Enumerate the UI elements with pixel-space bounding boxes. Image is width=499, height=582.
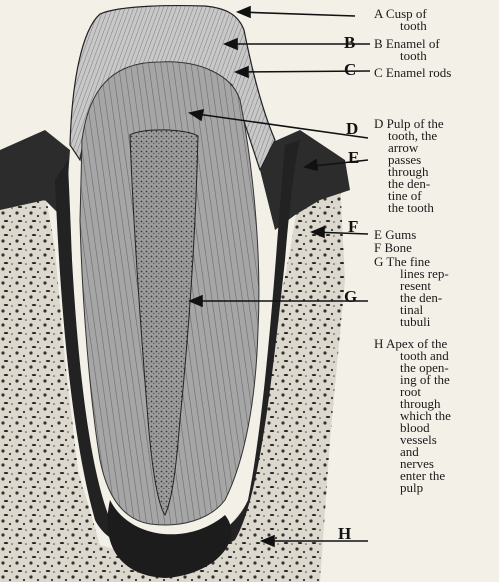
legend-g-line-5: tubuli xyxy=(374,316,449,328)
callout-letter-c: C xyxy=(344,60,356,79)
legend-b-line-1: tooth xyxy=(374,50,440,62)
legend-letter-c: C xyxy=(374,65,383,80)
legend-d-line-7: the tooth xyxy=(374,202,444,214)
callout-letter-h: H xyxy=(338,524,351,543)
legend-c-line-0: Enamel rods xyxy=(386,65,451,80)
legend-letter-b: B xyxy=(374,36,383,51)
legend-letter-f: F xyxy=(374,240,381,255)
legend-h: H Apex of the tooth and the open- ing of… xyxy=(374,338,451,494)
callout-letter-f: F xyxy=(348,217,358,236)
legend-letter-d: D xyxy=(374,116,383,131)
legend-h-line-12: pulp xyxy=(374,482,451,494)
legend-letter-g: G xyxy=(374,254,383,269)
callout-letter-b: B xyxy=(344,33,355,52)
arrow-a xyxy=(238,12,355,16)
legend-g: G The fine lines rep- resent the den- ti… xyxy=(374,256,449,328)
legend-a-line-1: tooth xyxy=(374,20,427,32)
callout-letter-e: E xyxy=(348,148,359,167)
legend-f: F Bone xyxy=(374,242,412,254)
legend-letter-a: A xyxy=(374,6,383,21)
legend-d: D Pulp of the tooth, the arrow passes th… xyxy=(374,118,444,214)
legend-a: A Cusp of tooth xyxy=(374,8,427,32)
callout-letter-d: D xyxy=(346,119,358,138)
callout-letter-g: G xyxy=(344,287,357,306)
legend-f-line-0: Bone xyxy=(384,240,411,255)
legend-b: B Enamel of tooth xyxy=(374,38,440,62)
legend-letter-h: H xyxy=(374,336,383,351)
legend-c: C Enamel rods xyxy=(374,67,451,79)
